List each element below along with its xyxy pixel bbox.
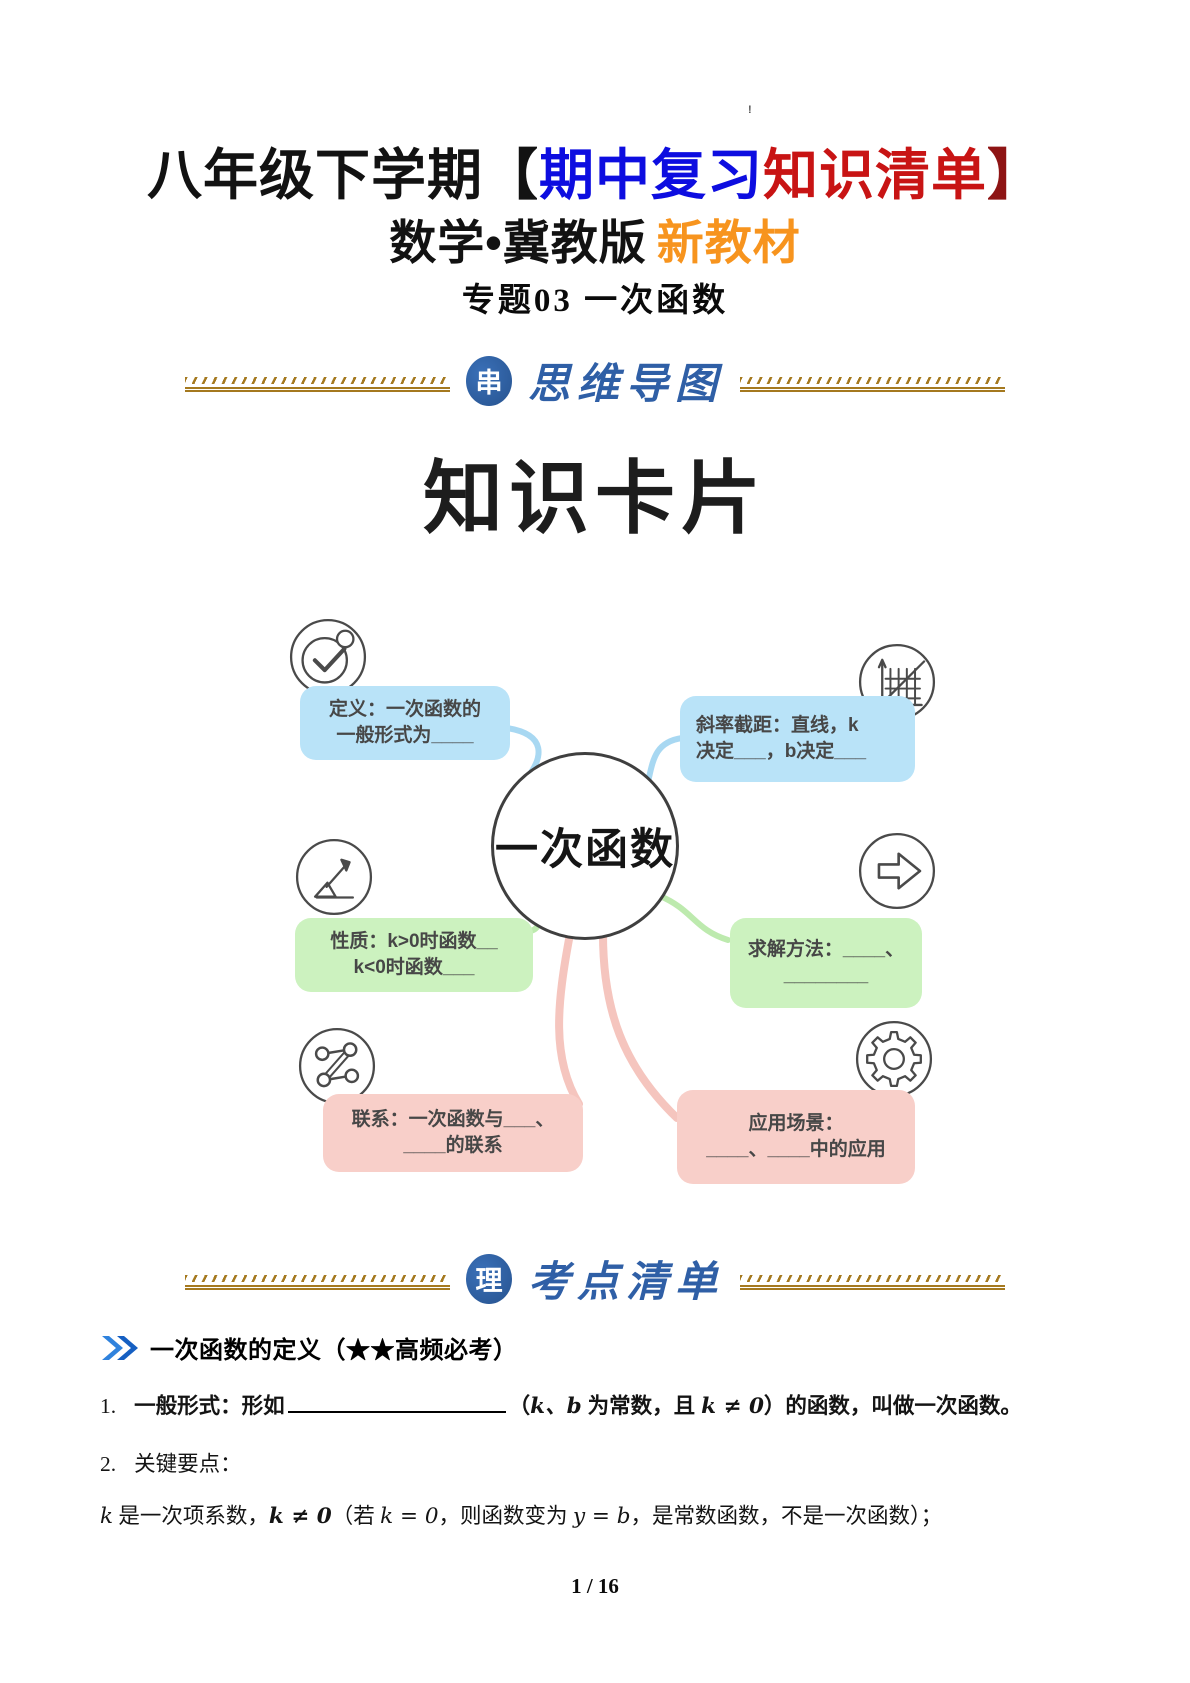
node-applications-line2: ____、____中的应用 <box>706 1139 886 1160</box>
node-applications-line1: 应用场景： <box>748 1112 844 1134</box>
node-connections: 联系：一次函数与___、 ____的联系 <box>323 1094 583 1172</box>
item1-lead: 形如 <box>241 1394 285 1418</box>
central-topic-node: 一次函数 <box>491 752 679 940</box>
item1-condition: k ≠ 0 <box>701 1394 764 1419</box>
hatch-rule-left <box>185 377 450 392</box>
item1-label: 一般形式： <box>134 1394 242 1418</box>
item1-paren-close: ） <box>763 1394 786 1418</box>
page-subtitle: 数学•冀教版新教材 <box>0 204 1190 273</box>
title-segment-red: 知识清单 <box>763 144 988 206</box>
keypoints-banner: 理 考点清单 <box>185 1248 1006 1309</box>
node-properties: 性质：k>0时函数__ k<0时函数___ <box>295 918 533 992</box>
item1-tail: 的函数，叫做一次函数。 <box>785 1394 1022 1418</box>
mindmap-figure: 知识卡片 <box>225 418 965 1184</box>
math-var: k <box>100 1504 114 1529</box>
item1-paren-open: （ <box>508 1394 531 1418</box>
central-topic-label: 一次函数 <box>495 826 675 874</box>
seal-icon: 串 <box>466 355 512 406</box>
node-definition: 定义：一次函数的 一般形式为____ <box>300 686 510 760</box>
math-var: k = 0 <box>380 1504 439 1529</box>
section-heading-text: 一次函数的定义（★★高频必考） <box>150 1337 518 1364</box>
card-title: 知识卡片 <box>423 456 767 544</box>
double-chevron-icon <box>102 1335 138 1360</box>
item2-text: 关键要点： <box>134 1452 242 1476</box>
node-connections-line1: 联系：一次函数与___、 <box>351 1108 555 1130</box>
list-item-2: 2. 关键要点： <box>100 1447 1100 1478</box>
node-connections-line2: ____的联系 <box>403 1135 503 1156</box>
title-segment-bracket: 】 <box>987 144 1044 206</box>
trend-arrow-icon <box>293 836 375 918</box>
title-segment-black: 八年级下学期【 <box>146 144 539 206</box>
keypoints-banner-label: 考点清单 <box>528 1257 725 1306</box>
topic-title: 专题03 一次函数 <box>461 283 729 319</box>
page-title: 八年级下学期【期中复习知识清单】 <box>0 130 1190 210</box>
arrow-right-icon <box>856 830 938 912</box>
item-number: 2. <box>100 1452 117 1476</box>
node-definition-line2: 一般形式为____ <box>336 725 474 746</box>
para-text: ，则函数变为 <box>438 1504 573 1528</box>
stray-mark: ! <box>748 104 752 116</box>
hatch-rule-right <box>740 1275 1006 1290</box>
subtitle-new-material: 新教材 <box>656 216 801 269</box>
node-properties-line1: 性质：k>0时函数__ <box>330 930 498 952</box>
mindmap-banner-label: 思维导图 <box>528 359 725 408</box>
node-slope-line1: 斜率截距：直线，k <box>696 714 859 736</box>
subtitle-edition: 数学•冀教版 <box>389 216 647 269</box>
hatch-rule-left <box>185 1275 450 1290</box>
hatch-rule-right <box>740 377 1006 392</box>
seal-icon: 理 <box>466 1253 512 1304</box>
node-definition-line1: 定义：一次函数的 <box>328 698 481 720</box>
nodes-link-icon <box>296 1025 378 1107</box>
node-solving-methods: 求解方法：____、 ________ <box>730 918 922 1008</box>
para-text: 是一次项系数， <box>113 1504 269 1528</box>
node-applications: 应用场景： ____、____中的应用 <box>677 1090 915 1184</box>
node-solving-line2: ________ <box>783 965 869 986</box>
list-item-1: 1. 一般形式：形如 （k、b 为常数，且 k ≠ 0）的函数，叫做一次函数。 <box>100 1389 1100 1420</box>
math-var: y = b <box>572 1504 631 1529</box>
node-solving-line1: 求解方法：____、 <box>747 938 905 960</box>
node-slope-line2: 决定___，b决定___ <box>696 741 867 762</box>
gear-icon <box>853 1018 935 1100</box>
item1-mid: 为常数，且 <box>581 1394 702 1418</box>
para-text: （若 <box>331 1504 381 1528</box>
item1-vars: k、b <box>530 1394 582 1419</box>
mindmap-banner: 串 思维导图 <box>185 350 1006 411</box>
keypoint-paragraph: k 是一次项系数，k ≠ 0（若 k = 0，则函数变为 y = b，是常数函数… <box>100 1499 1100 1530</box>
node-slope-intercept: 斜率截距：直线，k 决定___，b决定___ <box>680 696 915 782</box>
page-number: 1 / 16 <box>571 1574 619 1598</box>
check-circle-icon <box>287 616 369 698</box>
section-heading: 一次函数的定义（★★高频必考） <box>100 1330 518 1365</box>
item-number: 1. <box>100 1394 117 1418</box>
math-condition: k ≠ 0 <box>268 1504 332 1529</box>
title-segment-blue: 期中复习 <box>538 144 763 206</box>
node-properties-line2: k<0时函数___ <box>353 957 475 978</box>
fill-in-blank <box>287 1409 506 1413</box>
para-text: ，是常数函数，不是一次函数）； <box>630 1504 943 1528</box>
